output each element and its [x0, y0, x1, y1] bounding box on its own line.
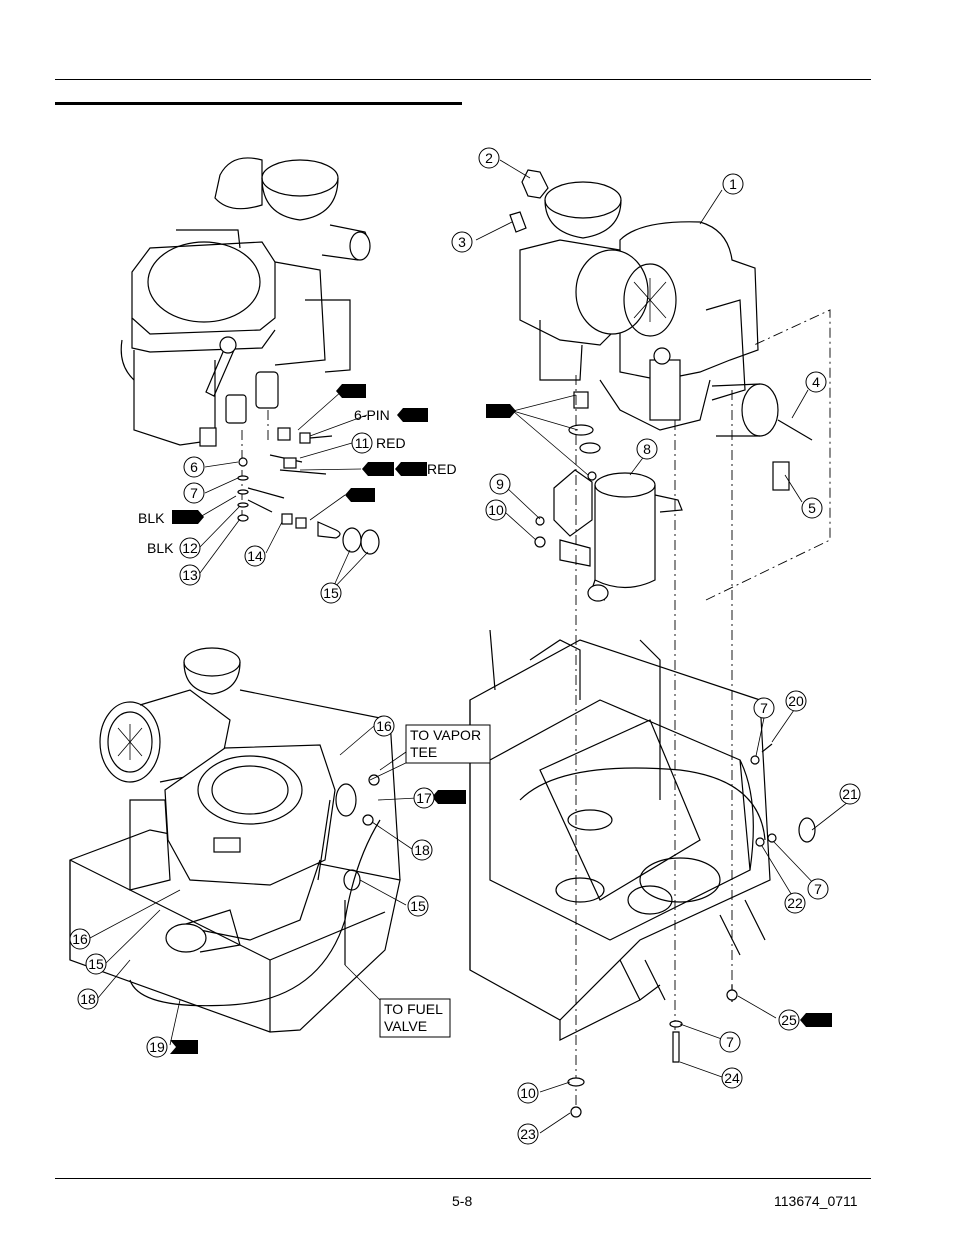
svg-text:12: 12 — [182, 540, 198, 556]
callout-10b: 10 — [517, 1082, 539, 1104]
svg-text:7: 7 — [726, 1034, 734, 1050]
svg-text:7: 7 — [190, 485, 198, 501]
svg-text:19: 19 — [149, 1039, 165, 1055]
footer-rule — [55, 1178, 871, 1179]
svg-text:23: 23 — [520, 1126, 536, 1142]
engine-installed-view — [69, 647, 466, 1054]
svg-text:15: 15 — [88, 956, 104, 972]
callout-8: 8 — [636, 438, 658, 460]
callout-7c: 7 — [807, 878, 829, 900]
callout-7a: 7 — [183, 482, 205, 504]
svg-text:25: 25 — [781, 1012, 797, 1028]
svg-text:10: 10 — [488, 502, 504, 518]
frame-view — [469, 629, 849, 1134]
callout-15b: 15 — [407, 895, 429, 917]
callout-11: 11 — [351, 432, 373, 454]
to-fuel-valve-line2: VALVE — [384, 1018, 427, 1034]
blk-wire-label-1: BLK — [138, 510, 165, 526]
six-pin-label: 6-PIN — [354, 407, 390, 423]
callout-15c: 15 — [85, 953, 107, 975]
callout-12: 12 — [179, 537, 201, 559]
callout-16a: 16 — [373, 715, 395, 737]
svg-text:1: 1 — [729, 176, 737, 192]
svg-text:15: 15 — [410, 898, 426, 914]
svg-text:7: 7 — [760, 700, 768, 716]
svg-text:21: 21 — [842, 786, 858, 802]
to-vapor-tee-line1: TO VAPOR — [410, 727, 481, 743]
callout-1: 1 — [722, 173, 744, 195]
svg-text:4: 4 — [812, 374, 820, 390]
svg-text:5: 5 — [808, 500, 816, 516]
svg-text:24: 24 — [724, 1070, 740, 1086]
svg-text:18: 18 — [414, 842, 430, 858]
svg-text:6: 6 — [190, 459, 198, 475]
fuel-valve-box — [379, 998, 451, 1038]
callout-24: 24 — [721, 1067, 743, 1089]
callout-6: 6 — [183, 456, 205, 478]
callout-18a: 18 — [411, 839, 433, 861]
page-number: 5-8 — [452, 1193, 473, 1209]
callout-18b: 18 — [77, 988, 99, 1010]
callout-10a: 10 — [485, 499, 507, 521]
callout-25: 25 — [778, 1009, 800, 1031]
callout-7d: 7 — [719, 1031, 741, 1053]
svg-text:7: 7 — [814, 881, 822, 897]
engine-wiring-view — [120, 157, 428, 591]
svg-text:18: 18 — [80, 991, 96, 1007]
svg-text:17: 17 — [416, 790, 432, 806]
svg-text:9: 9 — [496, 476, 504, 492]
svg-text:10: 10 — [520, 1085, 536, 1101]
callout-22: 22 — [784, 892, 806, 914]
to-fuel-valve-line1: TO FUEL — [384, 1001, 443, 1017]
callout-19: 19 — [146, 1036, 168, 1058]
callout-17: 17 — [413, 787, 435, 809]
svg-text:11: 11 — [355, 435, 370, 451]
callout-21: 21 — [839, 783, 861, 805]
svg-text:16: 16 — [376, 718, 392, 734]
vapor-tee-box — [405, 724, 491, 764]
document-number: 113674_0711 — [774, 1193, 858, 1209]
to-vapor-tee-line2: TEE — [410, 744, 437, 760]
blk-wire-label-2: BLK — [147, 540, 174, 556]
red-wire-label-1: RED — [376, 435, 406, 451]
svg-text:8: 8 — [643, 441, 651, 457]
callout-4: 4 — [805, 371, 827, 393]
callout-5: 5 — [801, 497, 823, 519]
callout-23: 23 — [517, 1123, 539, 1145]
callout-14: 14 — [244, 545, 266, 567]
svg-text:22: 22 — [787, 895, 803, 911]
svg-text:16: 16 — [72, 931, 88, 947]
callout-13: 13 — [179, 564, 201, 586]
header-rule — [55, 79, 871, 80]
svg-text:2: 2 — [485, 150, 493, 166]
svg-text:15: 15 — [323, 585, 339, 601]
engine-muffler-view — [475, 159, 831, 1110]
svg-text:14: 14 — [247, 548, 263, 564]
callout-2: 2 — [478, 147, 500, 169]
svg-text:3: 3 — [458, 234, 466, 250]
svg-text:20: 20 — [788, 693, 804, 709]
callout-9: 9 — [489, 473, 511, 495]
callout-15a: 15 — [320, 582, 342, 604]
title-rule — [55, 102, 462, 105]
callout-3: 3 — [451, 231, 473, 253]
callout-16b: 16 — [69, 928, 91, 950]
callout-7b: 7 — [753, 697, 775, 719]
svg-text:13: 13 — [182, 567, 198, 583]
callout-20: 20 — [785, 690, 807, 712]
red-wire-label-2: RED — [427, 461, 457, 477]
